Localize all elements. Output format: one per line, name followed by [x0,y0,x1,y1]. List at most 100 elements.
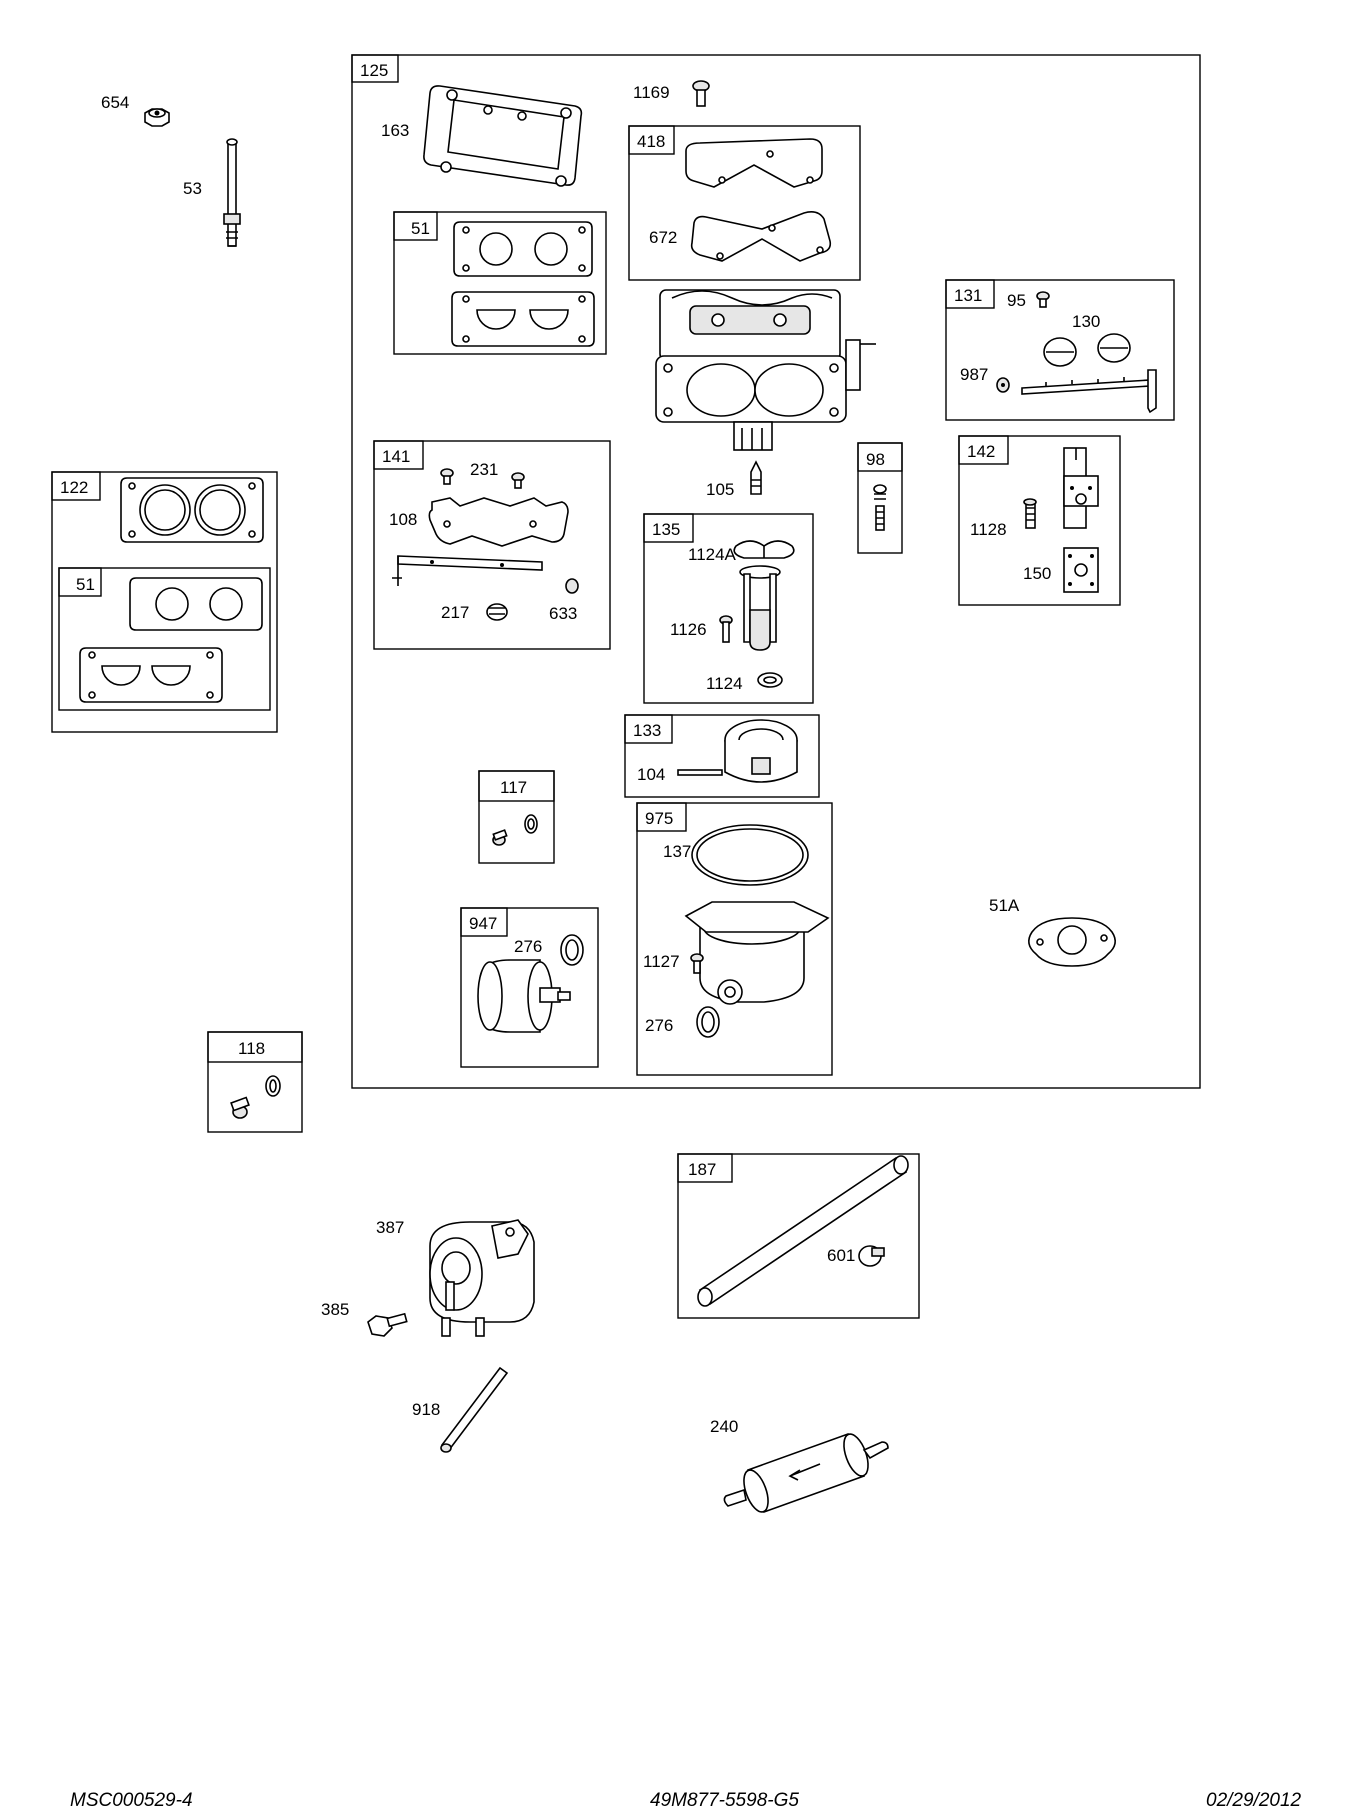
plate-418-icon [685,138,823,188]
gasket-122-icon [120,477,264,543]
bowl-975-icon [684,901,830,1005]
plate-130-icon [1043,333,1131,367]
clamp-601-icon [858,1245,885,1267]
linkage-rod-icon [392,555,543,586]
frame-133: 133 [624,714,820,798]
box-label-947: 947 [469,914,497,933]
frame-142: 142 [958,435,1121,606]
screw-1169-icon [692,80,710,107]
fuel-pump-387-icon [429,1219,535,1337]
fuel-filter-240-icon [723,1432,889,1514]
box-label-131: 131 [954,286,982,305]
screw-1127-icon [690,953,704,974]
frame-118: 118 [207,1031,303,1133]
screw-231-icon [440,468,525,489]
label-108: 108 [389,510,417,529]
bolt-1128-icon [1023,498,1037,529]
label-601: 601 [827,1246,855,1265]
oring-137-icon [691,824,809,886]
label-104: 104 [637,765,665,784]
label-1169: 1169 [633,83,670,102]
float-bowl-icon [739,565,781,651]
throttle-shaft-icon [1021,369,1157,414]
label-130: 130 [1072,312,1100,331]
solenoid-947-icon [477,959,571,1033]
frame-51-upper: 51 [393,211,607,355]
hose-918-icon [440,1366,509,1453]
bolt-385-icon [367,1312,408,1337]
label-53: 53 [183,179,202,198]
box-label-133: 133 [633,721,661,740]
label-387: 387 [376,1218,404,1237]
label-276-solenoid: 276 [514,937,542,956]
washer-276-bowl-icon [696,1006,720,1038]
box-label-187: 187 [688,1160,716,1179]
frame-122: 122 [51,471,278,733]
frame-975: 975 [636,802,833,1076]
label-163: 163 [381,121,409,140]
box-label-975: 975 [645,809,673,828]
screw-118-icon [230,1075,281,1119]
nut-654-icon [144,108,170,127]
screw-117-icon [492,814,538,846]
box-label-418: 418 [637,132,665,151]
spacer-133-icon [724,719,798,783]
footer-model-number: 49M877-5598-G5 [650,1790,799,1811]
label-240: 240 [710,1417,738,1436]
frame-418: 418 [628,125,861,281]
frame-135: 135 [643,513,814,704]
box-label-118: 118 [238,1039,265,1058]
box-label-125: 125 [360,61,388,80]
frame-125: 125 [351,54,1201,1089]
label-918: 918 [412,1400,440,1419]
gasket-163-icon [423,85,583,187]
box-label-98: 98 [866,450,885,469]
box-label-142: 142 [967,442,995,461]
pin-104-icon [677,769,723,776]
gasket-51-lower-icon [79,577,263,703]
bracket-108-icon [428,497,569,547]
label-276-bowl: 276 [645,1016,673,1035]
label-1124A: 1124A [688,545,737,564]
label-105: 105 [706,480,734,499]
label-654: 654 [101,93,129,112]
shaft-53-icon [223,138,241,247]
label-231: 231 [470,460,498,479]
label-987: 987 [960,365,988,384]
frame-131: 131 [945,279,1175,421]
gasket-51A-icon [1028,917,1116,967]
box-label-51-lower: 51 [76,575,95,594]
carburetor-body-icon [655,289,876,451]
washer-987-icon [996,377,1010,393]
bracket-142-icon [1063,447,1099,529]
frame-141: 141 [373,440,611,650]
label-672: 672 [649,228,677,247]
footer-diagram-id: MSC000529-4 [70,1790,193,1811]
frame-947: 947 [460,907,599,1068]
label-95: 95 [1007,291,1026,310]
washer-633-icon [565,578,579,594]
screw-98-icon [873,484,887,531]
label-633: 633 [549,604,577,623]
screw-95-icon [1036,291,1050,308]
plate-150-icon [1063,547,1099,593]
washer-276-solenoid-icon [560,934,584,966]
label-150: 150 [1023,564,1051,583]
frame-98: 98 [857,442,903,554]
label-137: 137 [663,842,691,861]
label-1124: 1124 [706,674,743,693]
box-label-117: 117 [500,778,527,797]
plate-672-icon [690,211,832,262]
frame-187: 187 [677,1153,920,1319]
pin-1126-icon [719,615,733,643]
box-label-51-upper: 51 [411,219,430,238]
frame-51-lower: 51 [58,567,271,711]
washer-1124-icon [757,672,783,688]
box-label-135: 135 [652,520,680,539]
label-385: 385 [321,1300,349,1319]
spring-217-icon [486,603,508,621]
label-1126: 1126 [670,620,707,639]
frame-117: 117 [478,770,555,864]
